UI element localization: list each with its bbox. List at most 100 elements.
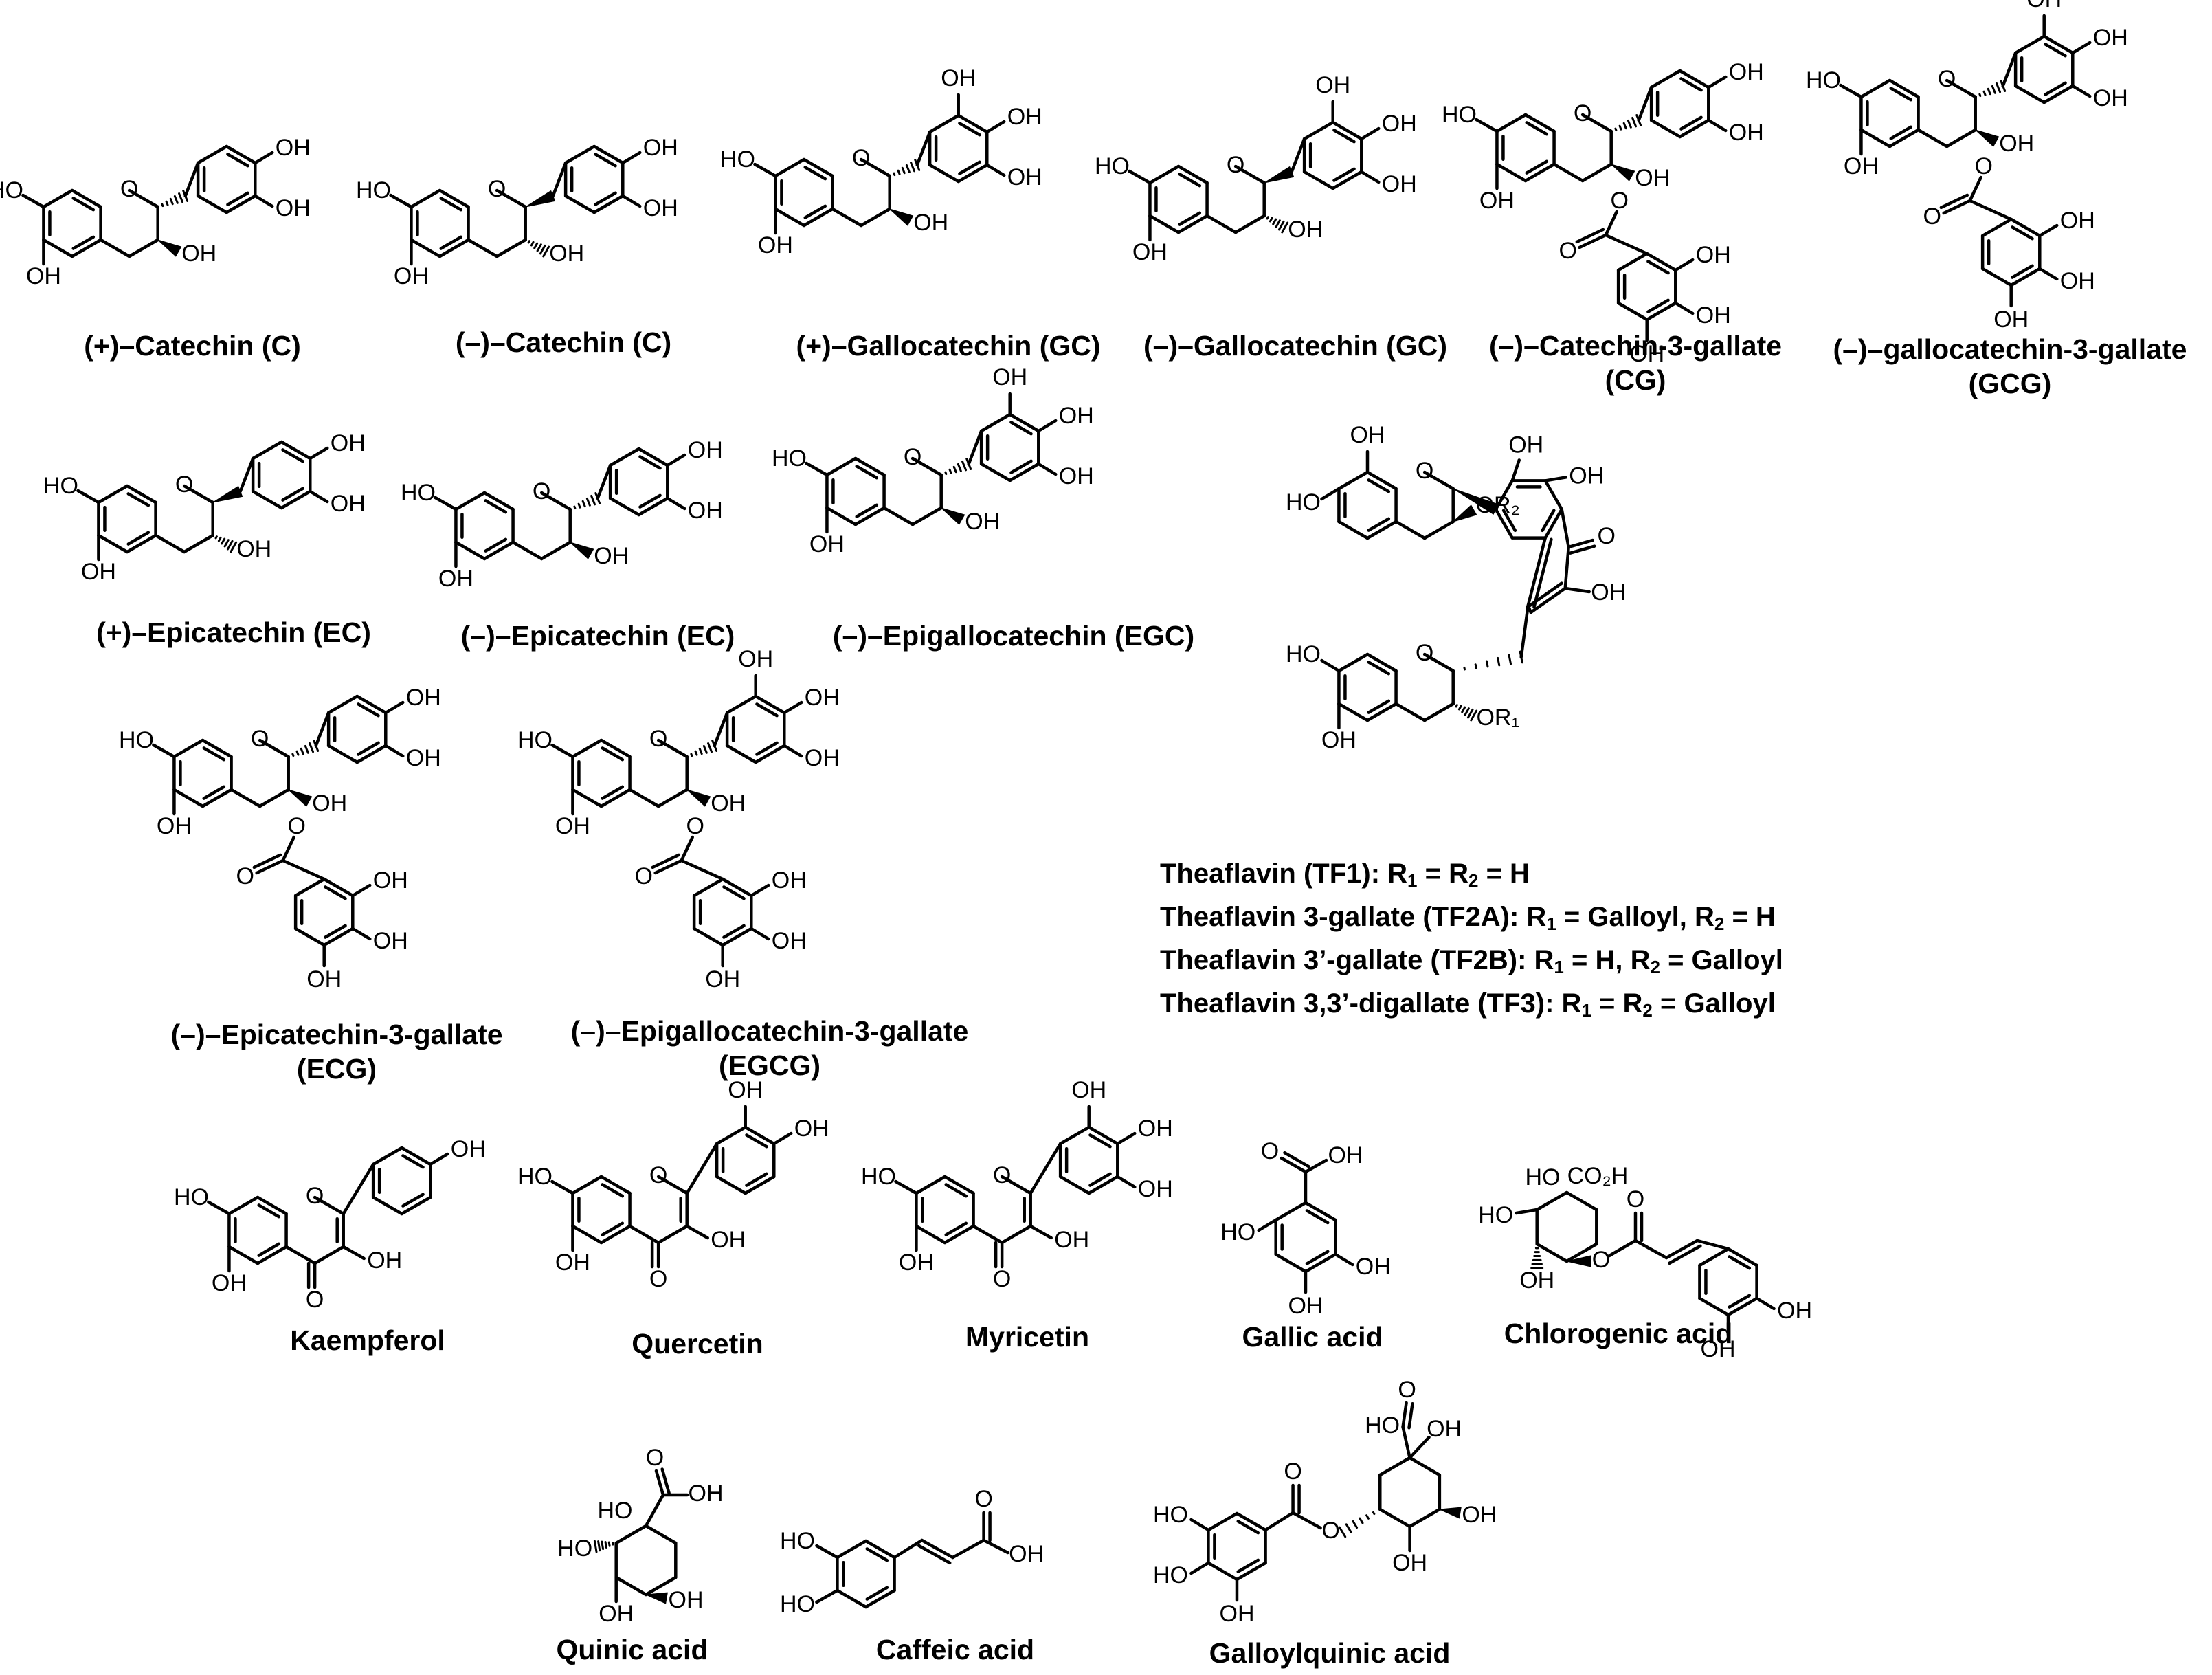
- bond-line: [831, 207, 863, 228]
- bond-line: [721, 877, 753, 898]
- double-bond-line: [484, 499, 508, 514]
- bond-line: [825, 456, 858, 477]
- bond-line: [1560, 507, 1570, 549]
- label-c18: Caffeic acid: [875, 1634, 1035, 1665]
- double-bond-line: [660, 1467, 671, 1495]
- bond-line: [853, 456, 886, 477]
- bond-line: [201, 738, 233, 759]
- bond-line: [1495, 162, 1528, 183]
- bond-line: [1859, 78, 1892, 99]
- bond-line: [721, 927, 753, 947]
- hydroxyl-label: OH: [1999, 131, 2034, 157]
- hydroxyl-label: OH: [705, 966, 740, 992]
- hydroxyl-label: OH: [711, 1227, 746, 1253]
- bond-line: [957, 113, 989, 134]
- bond-line: [1945, 128, 1977, 148]
- hydroxyl-label: HO: [772, 445, 807, 472]
- bond-line: [1616, 301, 1649, 322]
- hash-bond-segment: [573, 505, 577, 510]
- hydroxyl-label: HO: [517, 727, 552, 753]
- bond-line: [1360, 126, 1381, 141]
- bond-line: [482, 540, 515, 561]
- double-bond-line: [958, 160, 981, 175]
- hash-bond-segment: [230, 541, 238, 553]
- bond-line: [314, 711, 331, 748]
- hydroxyl-label: OH: [1138, 1116, 1173, 1142]
- hash-bond-segment: [539, 244, 546, 255]
- bond-line: [280, 489, 312, 510]
- hash-bond-segment: [1508, 654, 1512, 665]
- bond-line: [864, 1539, 896, 1560]
- double-bond-line: [1889, 87, 1913, 102]
- double-bond-line: [1367, 478, 1391, 493]
- hydroxyl-label: HO: [356, 177, 391, 203]
- double-bond-line: [1568, 544, 1596, 555]
- hash-bond-segment: [300, 747, 304, 755]
- double-bond-line: [1009, 459, 1033, 474]
- bond-line: [614, 1524, 648, 1545]
- bond-line: [342, 1245, 366, 1261]
- bond-line: [783, 700, 803, 715]
- bond-line: [454, 491, 487, 511]
- bond-line: [836, 1588, 868, 1609]
- bond-line: [438, 238, 470, 258]
- hydroxyl-label: OH: [1288, 217, 1323, 243]
- bond-line: [1176, 214, 1209, 234]
- hydroxyl-label: OH: [1382, 111, 1417, 137]
- bond-line: [2038, 223, 2059, 238]
- bond-line: [1565, 1242, 1598, 1263]
- bond-line: [1320, 658, 1341, 673]
- bond-line: [1535, 1190, 1569, 1212]
- hash-bond-segment: [577, 502, 581, 509]
- hydroxyl-label: OH: [2093, 85, 2128, 111]
- bond-line: [685, 1142, 719, 1195]
- bond-line: [859, 207, 891, 228]
- double-bond-line: [1332, 129, 1356, 144]
- hydroxyl-label: OH: [594, 543, 629, 569]
- hash-bond-segment: [1631, 116, 1638, 128]
- hydroxyl-label: OH: [157, 813, 192, 839]
- double-bond-line: [281, 487, 304, 502]
- bond-line: [1000, 1175, 1032, 1195]
- ring-oxygen-label: O: [488, 176, 506, 202]
- hydroxyl-label: HO: [0, 177, 23, 203]
- hash-bond-segment: [178, 192, 184, 203]
- double-bond-line: [722, 885, 746, 900]
- wedge-bond: [889, 208, 914, 226]
- bond-line: [172, 788, 205, 808]
- hydroxyl-label: OH: [438, 566, 473, 592]
- hydroxyl-label: OH: [1321, 727, 1356, 753]
- double-bond-line: [439, 235, 463, 250]
- carbonyl-oxygen-label: O: [1261, 1138, 1279, 1164]
- hash-bond-segment: [295, 750, 300, 756]
- label-c2: (–)–Catechin (C): [455, 326, 672, 358]
- hydroxyl-label: OH: [1569, 463, 1604, 489]
- bond-line: [1257, 1218, 1277, 1232]
- double-bond-line: [357, 741, 380, 756]
- bond-line: [1378, 1456, 1411, 1477]
- hash-bond-segment: [536, 243, 542, 252]
- hash-bond-segment: [226, 540, 234, 551]
- bond-line: [410, 188, 442, 209]
- bond-line: [293, 927, 326, 947]
- bond-line: [836, 1539, 868, 1560]
- bond-line: [1037, 462, 1058, 476]
- label-c17: Quinic acid: [556, 1634, 708, 1665]
- hash-bond-segment: [698, 747, 703, 755]
- ring-oxygen-label: O: [533, 478, 550, 504]
- bond-line: [967, 429, 983, 466]
- hydroxyl-label: OH: [406, 745, 441, 771]
- bond-line: [2042, 34, 2075, 55]
- label-c5: (–)–Catechin-3-gallate (CG): [1464, 329, 1807, 397]
- ring-oxygen-label: O: [649, 1162, 667, 1188]
- bond-line: [744, 1175, 776, 1195]
- hydroxyl-label: OH: [276, 135, 311, 161]
- bond-line: [1128, 169, 1152, 185]
